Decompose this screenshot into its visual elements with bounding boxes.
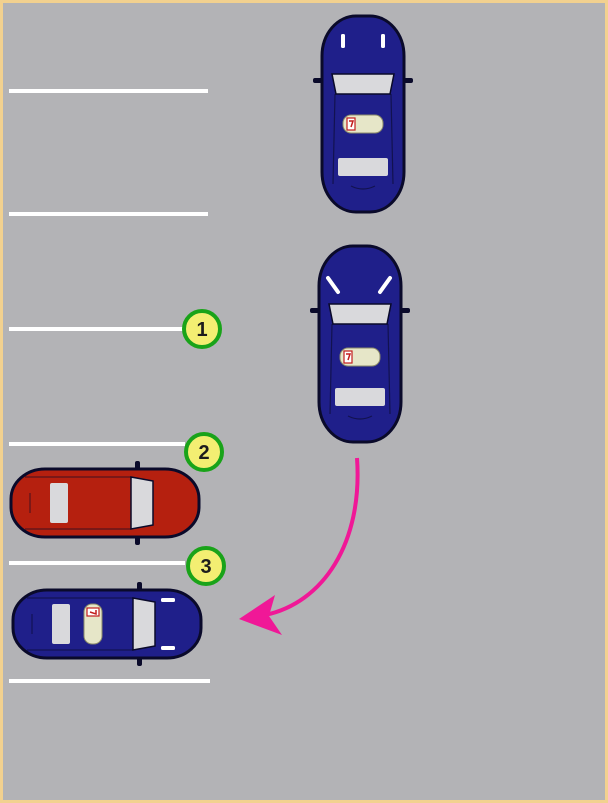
parked-blue-car xyxy=(11,580,203,668)
marker-1: 1 xyxy=(182,309,222,349)
roof-sign-icon xyxy=(83,603,103,645)
moving-car-middle xyxy=(308,244,412,444)
roof-sign-icon xyxy=(342,114,384,134)
turn-arrow xyxy=(239,457,360,635)
parking-lines xyxy=(9,89,210,683)
roof-sign-icon xyxy=(339,347,381,367)
parking-scene: 1 2 3 xyxy=(9,14,415,683)
parked-red-car xyxy=(9,459,201,547)
marker-label: 2 xyxy=(198,442,209,464)
marker-label: 3 xyxy=(200,556,211,578)
marker-3: 3 xyxy=(186,546,226,586)
marker-2: 2 xyxy=(184,432,224,472)
marker-label: 1 xyxy=(196,319,207,341)
moving-car-top xyxy=(311,14,415,214)
